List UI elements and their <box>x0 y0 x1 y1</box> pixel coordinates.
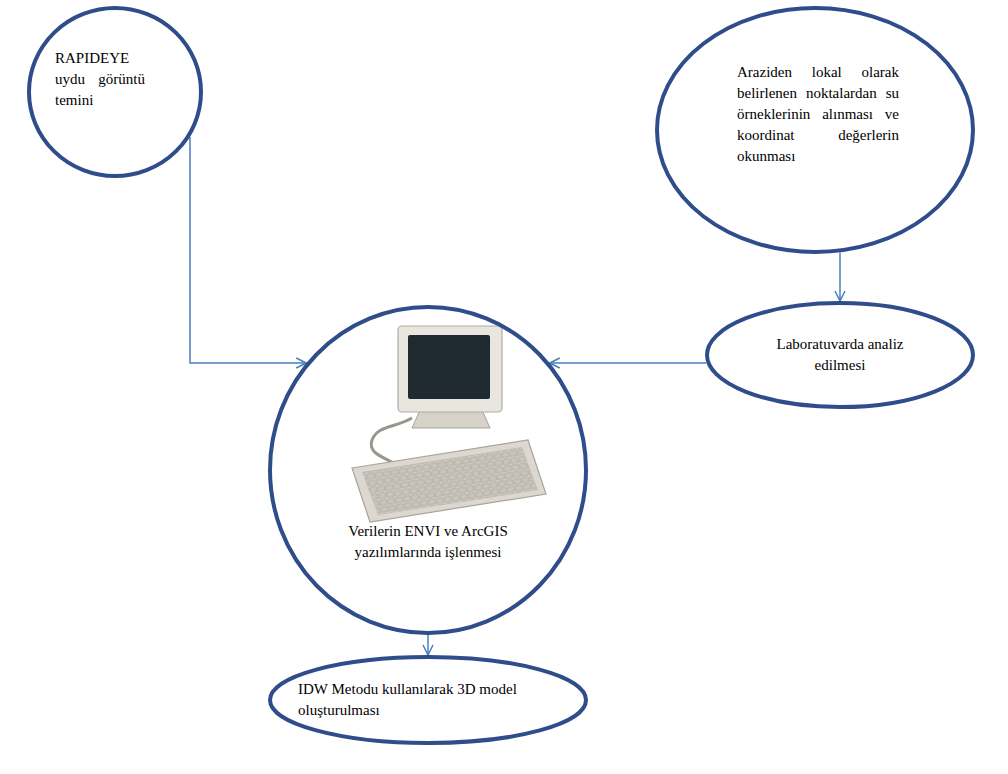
monitor <box>398 326 502 412</box>
arrow-connector <box>427 635 429 655</box>
ellipse-outline <box>268 655 588 745</box>
ellipse-outline <box>268 305 588 635</box>
node-text: Laboratuvarda analiz edilmesi <box>755 334 925 376</box>
node-text: IDW Metodu kullanılarak 3D model oluştur… <box>298 679 538 721</box>
ellipse-outline <box>705 301 975 409</box>
arrow-connector <box>839 252 841 301</box>
node-text: Araziden lokal olarak belirlenen noktala… <box>737 62 899 167</box>
arrow-connector <box>550 362 707 364</box>
ellipse-outline <box>27 6 203 178</box>
monitor-stand <box>412 410 490 428</box>
ellipse-border <box>270 307 586 633</box>
ellipse-border <box>29 8 201 176</box>
ellipse-node: Araziden lokal olarak belirlenen noktala… <box>655 6 975 254</box>
node-text: RAPIDEYE uydu görüntü temini <box>55 48 145 111</box>
ellipse-border <box>270 657 586 743</box>
node-text: Verilerin ENVI ve ArcGIS yazılımlarında … <box>313 521 543 563</box>
cable <box>371 418 412 462</box>
ellipse-node: Laboratuvarda analiz edilmesi <box>705 301 975 409</box>
monitor-screen <box>408 335 490 399</box>
keyboard-keys <box>362 447 538 515</box>
ellipse-border <box>657 8 973 252</box>
ellipse-node: RAPIDEYE uydu görüntü temini <box>27 6 203 178</box>
arrow-connector <box>190 137 306 363</box>
ellipse-border <box>707 303 973 407</box>
ellipse-node: IDW Metodu kullanılarak 3D model oluştur… <box>268 655 588 745</box>
keyboard <box>352 440 546 522</box>
ellipse-node: Verilerin ENVI ve ArcGIS yazılımlarında … <box>268 305 588 635</box>
